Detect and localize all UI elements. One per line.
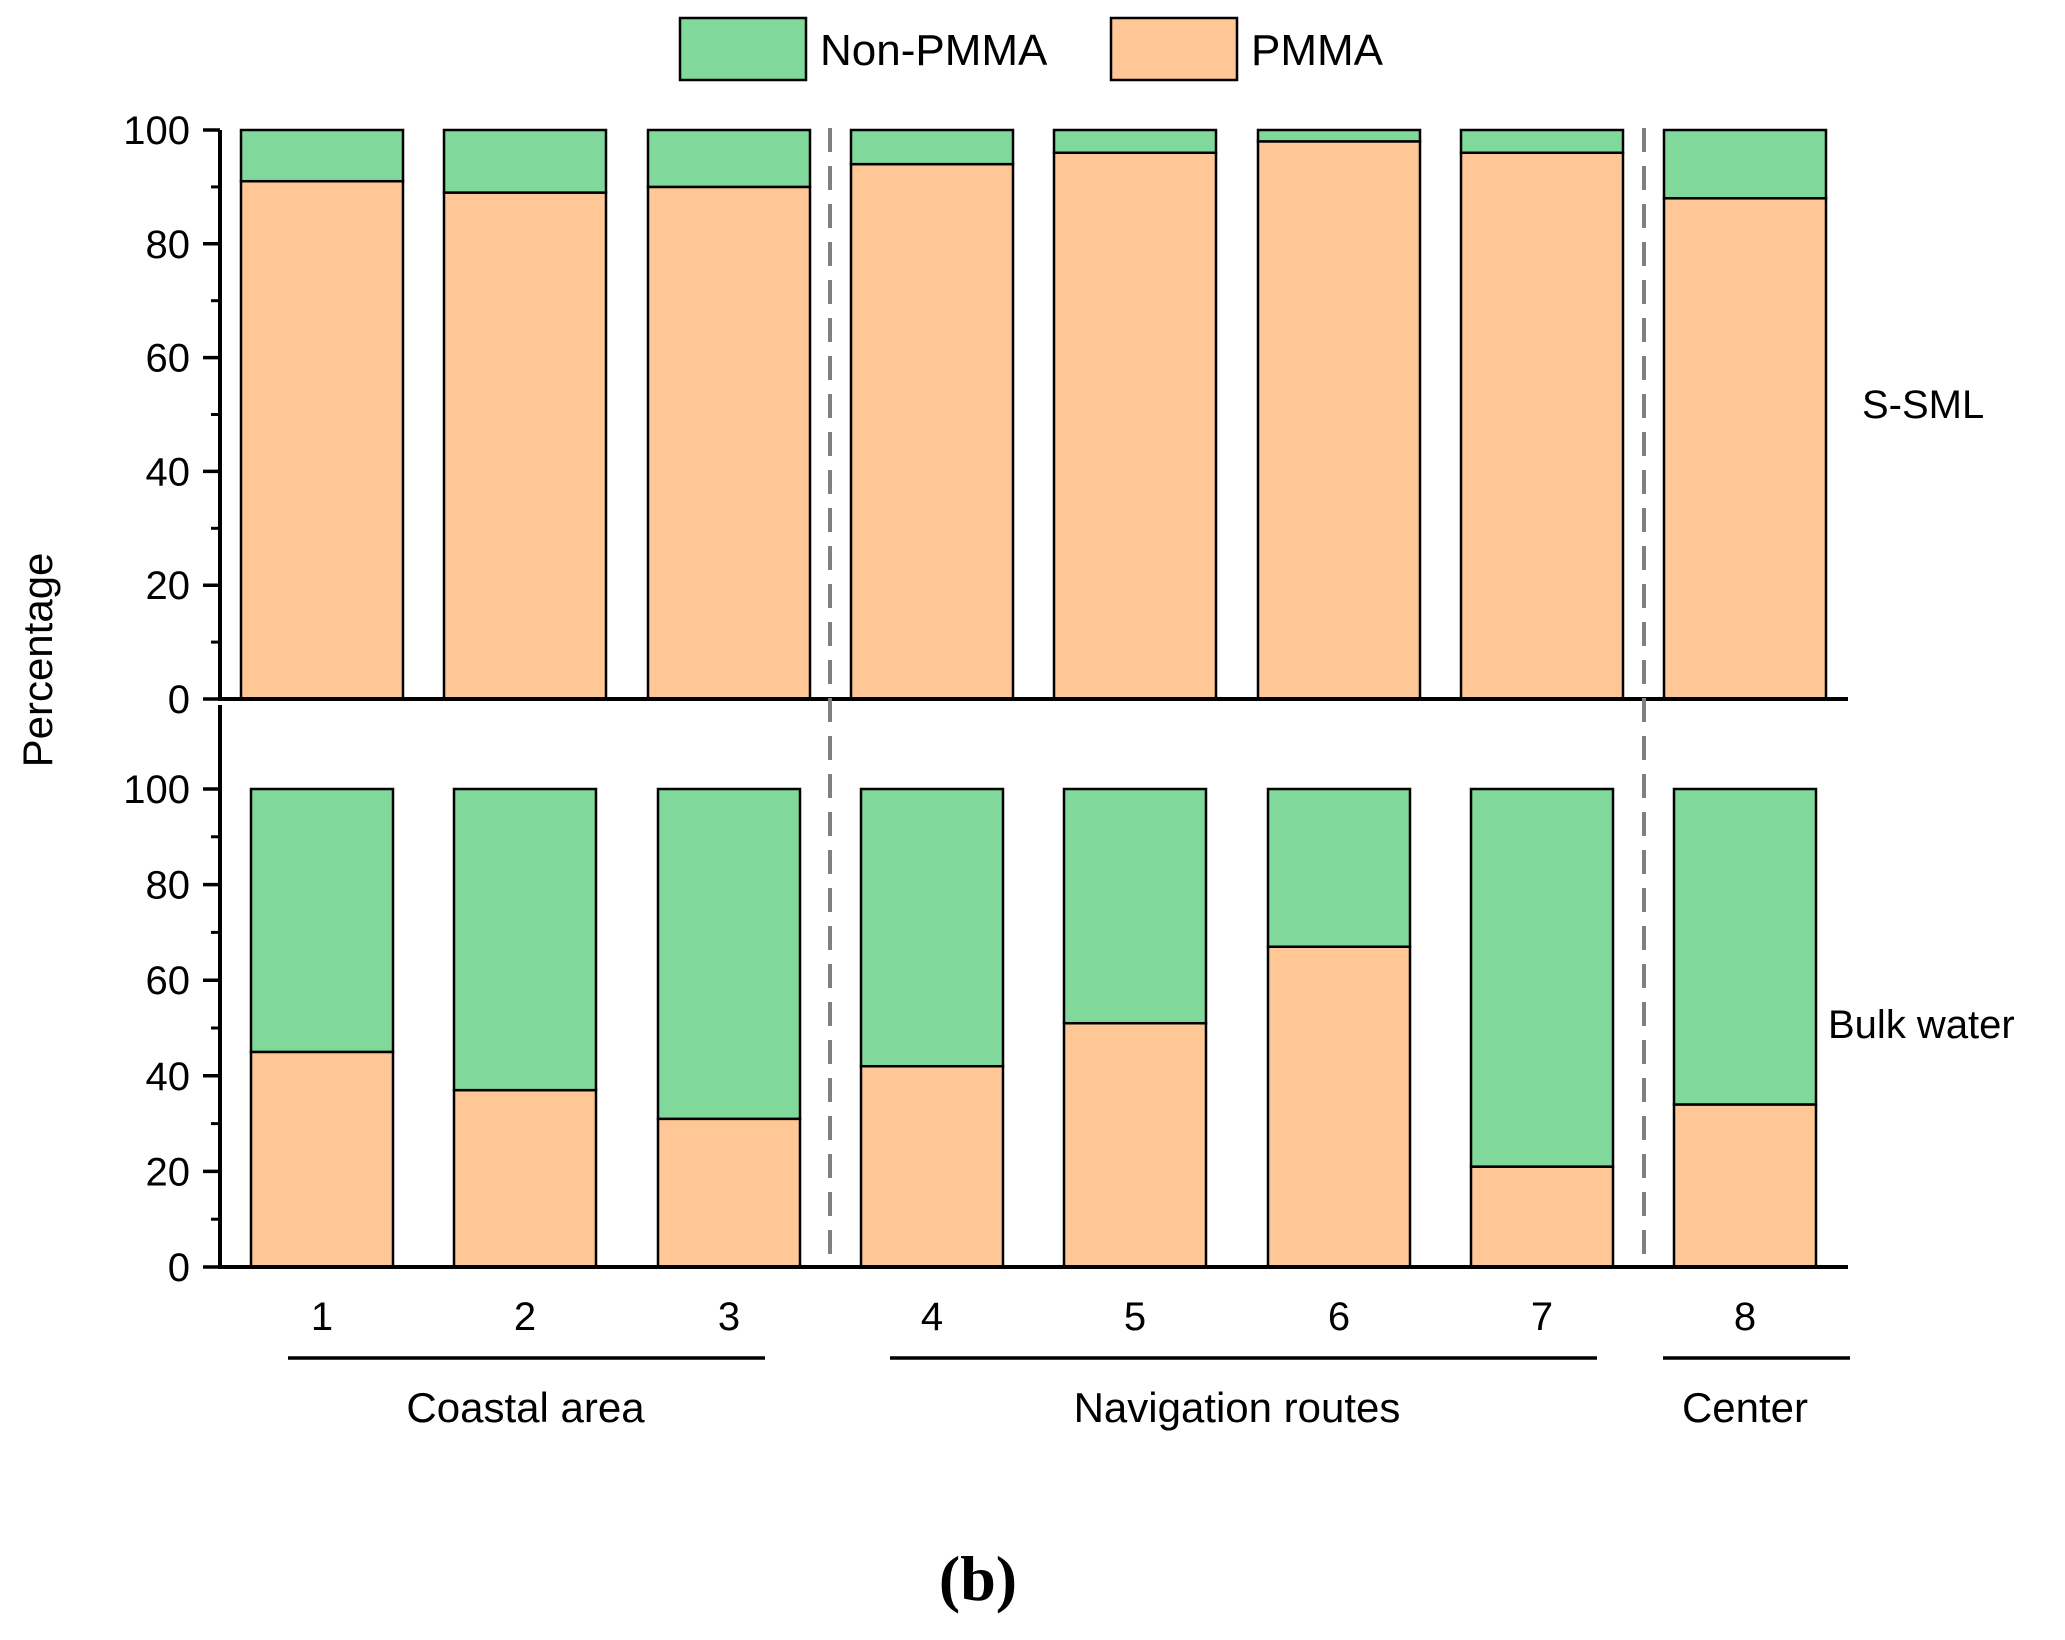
legend-swatch-non-pmma [678,16,808,82]
panel-label-bulk-water: Bulk water [1828,1003,2015,1047]
bar-pmma-s-sml-7 [1459,151,1625,701]
x-axis-tick-labels: 1 2 3 4 5 6 7 8 [311,1295,1756,1339]
y-tick-label: 100 [123,768,190,812]
panel-label-s-sml: S-SML [1862,383,1984,427]
bar-non-pmma-bulk-water-2 [452,787,598,1092]
bar-pmma-bulk-water-8 [1672,1103,1818,1269]
legend-label-non-pmma: Non-PMMA [820,26,1048,75]
bar-pmma-bulk-water-7 [1469,1165,1615,1269]
bar-pmma-s-sml-1 [239,179,405,701]
bar-pmma-bulk-water-2 [452,1088,598,1269]
bar-pmma-bulk-water-3 [656,1117,802,1269]
legend: Non-PMMA PMMA [678,16,1384,82]
group-label-navigation-routes: Navigation routes [1074,1384,1401,1431]
bar-pmma-bulk-water-6 [1266,945,1412,1269]
bar-non-pmma-bulk-water-6 [1266,787,1412,948]
x-tick-label-6: 6 [1328,1295,1350,1339]
bar-non-pmma-bulk-water-7 [1469,787,1615,1168]
legend-swatch-pmma [1109,16,1239,82]
x-tick-label-4: 4 [921,1295,943,1339]
y-tick-label: 80 [146,864,191,908]
x-tick-label-8: 8 [1734,1295,1756,1339]
bar-non-pmma-bulk-water-5 [1062,787,1208,1025]
y-tick-label: 60 [146,337,191,381]
y-tick-label: 20 [146,1150,191,1194]
bar-non-pmma-s-sml-4 [849,128,1015,166]
group-label-coastal-area: Coastal area [406,1384,645,1431]
y-tick-label: 0 [168,678,190,722]
bar-non-pmma-s-sml-6 [1256,128,1422,143]
bar-non-pmma-s-sml-8 [1662,128,1828,200]
bar-pmma-bulk-water-1 [249,1050,395,1269]
bar-non-pmma-bulk-water-1 [249,787,395,1054]
y-tick-label: 20 [146,564,191,608]
x-tick-label-7: 7 [1531,1295,1553,1339]
x-tick-label-1: 1 [311,1295,333,1339]
bar-pmma-bulk-water-4 [859,1064,1005,1269]
group-label-center: Center [1682,1384,1808,1431]
legend-label-pmma: PMMA [1251,26,1384,75]
bar-pmma-bulk-water-5 [1062,1021,1208,1269]
panel-bulk-water: 0 20 40 60 80 100 [123,705,1848,1290]
panel-s-sml: 0 20 40 60 80 100 [123,109,1848,722]
bar-non-pmma-s-sml-5 [1052,128,1218,155]
x-tick-label-2: 2 [514,1295,536,1339]
bar-non-pmma-s-sml-2 [442,128,608,194]
figure-label: (b) [939,1543,1017,1614]
bar-non-pmma-bulk-water-4 [859,787,1005,1068]
bar-non-pmma-s-sml-7 [1459,128,1625,155]
bar-non-pmma-bulk-water-3 [656,787,802,1121]
x-tick-label-5: 5 [1124,1295,1146,1339]
y-tick-label: 40 [146,450,191,494]
bar-non-pmma-bulk-water-8 [1672,787,1818,1106]
category-groups: Coastal area Navigation routes Center [288,1356,1850,1431]
bar-non-pmma-s-sml-1 [239,128,405,183]
bar-pmma-s-sml-4 [849,162,1015,701]
y-axis-title: Percentage [14,553,61,768]
bar-pmma-s-sml-6 [1256,140,1422,701]
bar-pmma-s-sml-8 [1662,197,1828,701]
y-tick-label: 40 [146,1055,191,1099]
bar-pmma-s-sml-5 [1052,151,1218,701]
y-tick-label: 60 [146,959,191,1003]
bar-pmma-s-sml-2 [442,191,608,701]
bar-non-pmma-s-sml-3 [646,128,812,189]
y-tick-label: 100 [123,109,190,153]
bar-pmma-s-sml-3 [646,185,812,701]
group-dividers [828,128,1646,1268]
y-tick-label: 0 [168,1246,190,1290]
y-tick-label: 80 [146,223,191,267]
x-tick-label-3: 3 [718,1295,740,1339]
